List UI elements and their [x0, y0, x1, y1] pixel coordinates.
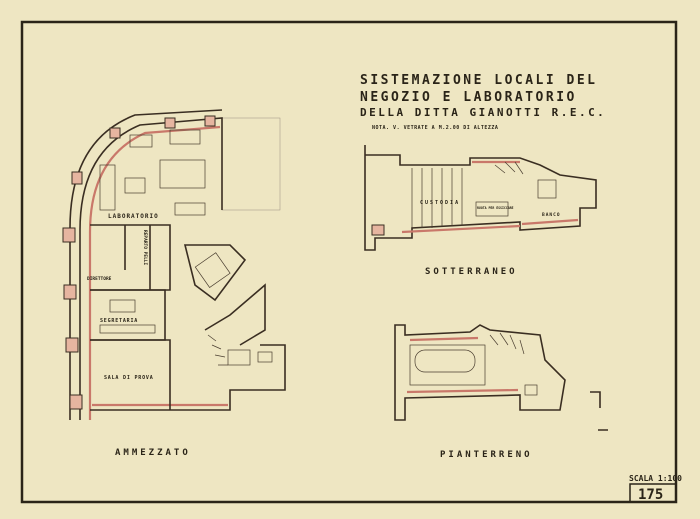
- plan-sotterraneo: CUSTODIA RUOTA PER ESSICCARE BANCO SOTTE…: [364, 145, 597, 277]
- plan-label-ammezzato: AMMEZZATO: [115, 448, 191, 458]
- sheet-number: 175: [638, 487, 663, 503]
- room-label-sala-di-prova: SALA DI PROVA: [104, 375, 154, 381]
- room-label-laboratorio: LABORATORIO: [108, 213, 159, 220]
- sheet-border: [20, 20, 678, 504]
- plan-pianterreno: PIANTERRENO: [394, 324, 608, 460]
- plan-label-pianterreno: PIANTERRENO: [440, 450, 533, 460]
- sheet-number-box: [629, 483, 677, 503]
- note-text: NOTA. V. VETRATE A M.2.00 DI ALTEZZA: [372, 125, 498, 131]
- room-label-ruota-per-essiccare: RUOTA PER ESSICCARE: [477, 206, 514, 210]
- title-line-3: DELLA DITTA GIANOTTI R.E.C.: [360, 106, 606, 119]
- room-label-reparto-pelli: REPARTO PELLI: [142, 230, 148, 266]
- title-line-2: NEGOZIO E LABORATORIO: [360, 90, 577, 105]
- room-label-segretaria: SEGRETARIA: [100, 318, 138, 324]
- room-label-direttore: DIRETTORE: [87, 276, 112, 282]
- plan-label-sotterraneo: SOTTERRANEO: [425, 267, 518, 277]
- plan-ammezzato: LABORATORIO DIRETTORE REPARTO PELLI SEGR…: [62, 109, 286, 458]
- room-label-custodia: CUSTODIA: [420, 200, 460, 206]
- title-line-1: SISTEMAZIONE LOCALI DEL: [360, 73, 598, 88]
- room-label-banco: BANCO: [542, 212, 561, 218]
- scale-label: SCALA 1:100: [629, 474, 682, 483]
